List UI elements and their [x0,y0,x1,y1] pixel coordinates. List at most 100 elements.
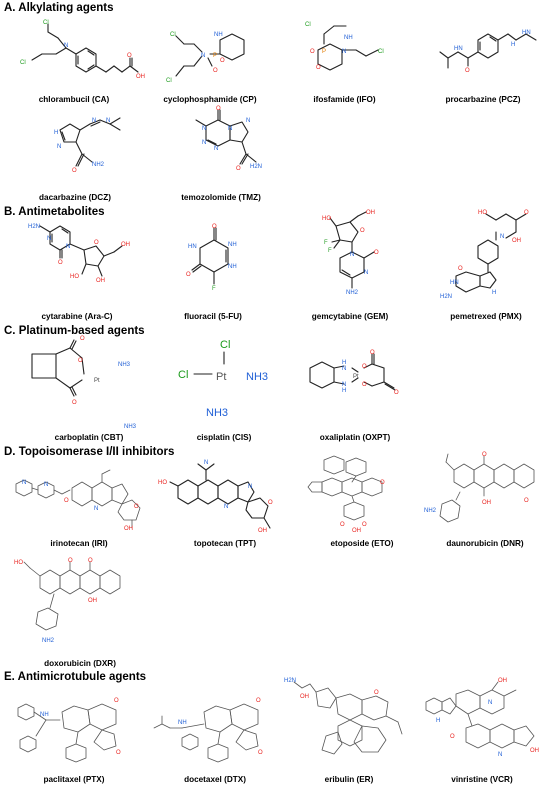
label-procarbazine: procarbazine (PCZ) [445,95,521,104]
svg-text:O: O [64,498,69,504]
svg-text:NH3: NH3 [206,407,228,419]
svg-text:Cl: Cl [43,20,49,26]
svg-text:O: O [374,690,379,696]
svg-text:OH: OH [258,528,267,534]
label-eribulin: eribulin (ER) [324,775,374,784]
svg-text:H: H [436,718,440,724]
structure-cisplatin: Cl Cl Pt NH3 NH3 cisplatin (CIS) [164,330,284,442]
svg-text:O: O [450,734,455,740]
svg-text:O: O [360,228,365,234]
svg-text:O: O [482,452,487,458]
structure-etoposide: O O O OH etoposide (ETO) [300,452,424,548]
svg-text:H2N: H2N [284,678,296,684]
svg-text:N: N [94,506,98,512]
svg-text:Cl: Cl [378,49,384,55]
structure-carboplatin: O O O Pt NH3 NH3 carboplatin (CBT) [14,336,164,442]
svg-text:OH: OH [352,528,361,534]
svg-text:Cl: Cl [20,60,26,66]
structure-doxorubicin: O O HO OH NH2 doxorubicin (DXR) [10,554,150,668]
label-oxaliplatin: oxaliplatin (OXPT) [319,433,391,442]
svg-text:N: N [214,146,218,152]
svg-text:N: N [202,140,206,146]
label-gemcytabine: gemcytabine (GEM) [311,312,389,321]
svg-text:N: N [204,460,208,466]
svg-text:OH: OH [498,678,507,684]
label-cisplatin: cisplatin (CIS) [196,433,252,442]
structure-paclitaxel: O O NH paclitaxel (PTX) [4,684,144,784]
structure-dacarbazine: H N N N O NH2 dacarbazine (DCZ) [10,108,140,202]
svg-text:Pt: Pt [94,378,100,384]
structure-fluoracil: O HN NH NH O F fluoracil (5-FU) [158,218,268,321]
svg-text:O: O [340,522,345,528]
svg-text:HO: HO [70,274,79,280]
svg-text:F: F [328,248,332,254]
svg-text:H: H [492,290,496,296]
atom-n: N [64,43,68,49]
svg-text:N: N [228,126,232,132]
svg-text:O: O [212,224,217,230]
svg-text:NH: NH [228,242,237,248]
svg-text:OH: OH [96,278,105,284]
svg-text:HN: HN [188,244,197,250]
label-dacarbazine: dacarbazine (DCZ) [39,193,111,202]
structure-procarbazine: O HN H HN procarbazine (PCZ) [420,14,546,104]
section-title-platinum: C. Platinum-based agents [4,325,145,337]
svg-text:NH3: NH3 [246,371,268,383]
svg-text:O: O [362,522,367,528]
svg-text:O: O [268,500,273,506]
svg-text:NH2: NH2 [92,162,105,168]
structure-cytarabine: H2N N N O O OH HO OH cytarabine (Ara-C) [4,218,150,321]
svg-text:F: F [324,240,328,246]
svg-text:HN: HN [454,46,463,52]
svg-text:F: F [212,286,216,292]
label-paclitaxel: paclitaxel (PTX) [43,775,105,784]
svg-text:P: P [213,53,217,59]
svg-text:O: O [256,698,261,704]
svg-text:N: N [66,244,70,250]
structure-pemetrexed: HO O OH N O HN H2N H pemetrexed (PMX) [422,206,550,321]
svg-text:O: O [68,558,73,564]
label-carboplatin: carboplatin (CBT) [54,433,124,442]
label-docetaxel: docetaxel (DTX) [184,775,246,784]
label-cytarabine: cytarabine (Ara-C) [41,312,113,321]
svg-text:HN: HN [450,280,459,286]
structure-gemcytabine: HO O OH F F N O N NH2 gemcytabine (GEM) [288,210,412,321]
svg-text:N: N [498,752,502,758]
svg-text:O: O [58,260,63,266]
label-daunorubicin: daunorubicin (DNR) [446,539,524,548]
svg-text:OH: OH [124,526,133,532]
svg-text:O: O [78,358,83,364]
svg-text:NH: NH [228,264,237,270]
svg-text:NH: NH [40,712,49,718]
svg-text:O: O [114,698,119,704]
svg-text:N: N [488,700,492,706]
structure-oxaliplatin: H N N H Pt O O O O oxaliplatin (OXPT) [290,338,420,442]
structure-chlorambucil: N Cl Cl O OH chlorambucil (CA) [4,14,145,104]
structure-cyclophosphamide: P N NH O O Cl Cl cyclophosphamide (CP) [150,14,270,104]
svg-text:H: H [342,388,346,394]
svg-text:Cl: Cl [166,78,172,84]
svg-text:Cl: Cl [178,369,188,381]
svg-text:N: N [342,382,346,388]
structure-ifosfamide: P O NH N O Cl Cl ifosfamide (IFO) [282,14,407,104]
svg-text:NH3: NH3 [118,362,131,368]
svg-text:N: N [201,53,205,59]
structure-docetaxel: NH O O docetaxel (DTX) [148,684,282,784]
section-title-antimetabolites: B. Antimetabolites [4,206,105,218]
svg-text:O: O [524,210,529,216]
svg-text:O: O [220,58,225,64]
svg-text:O: O [216,106,221,112]
label-etoposide: etoposide (ETO) [330,539,394,548]
label-fluoracil: fluoracil (5-FU) [184,312,242,321]
svg-text:O: O [524,498,529,504]
label-vinristine: vinristine (VCR) [451,775,513,784]
svg-text:H2N: H2N [28,224,40,230]
svg-text:O: O [72,400,77,406]
svg-text:N: N [47,236,51,242]
svg-text:N: N [342,49,346,55]
svg-text:HO: HO [14,560,23,566]
label-topotecan: topotecan (TPT) [193,539,257,548]
section-title-alkylating: A. Alkylating agents [4,2,114,14]
structure-eribulin: H2N OH O eribulin (ER) [282,676,416,784]
svg-text:O: O [465,68,470,74]
